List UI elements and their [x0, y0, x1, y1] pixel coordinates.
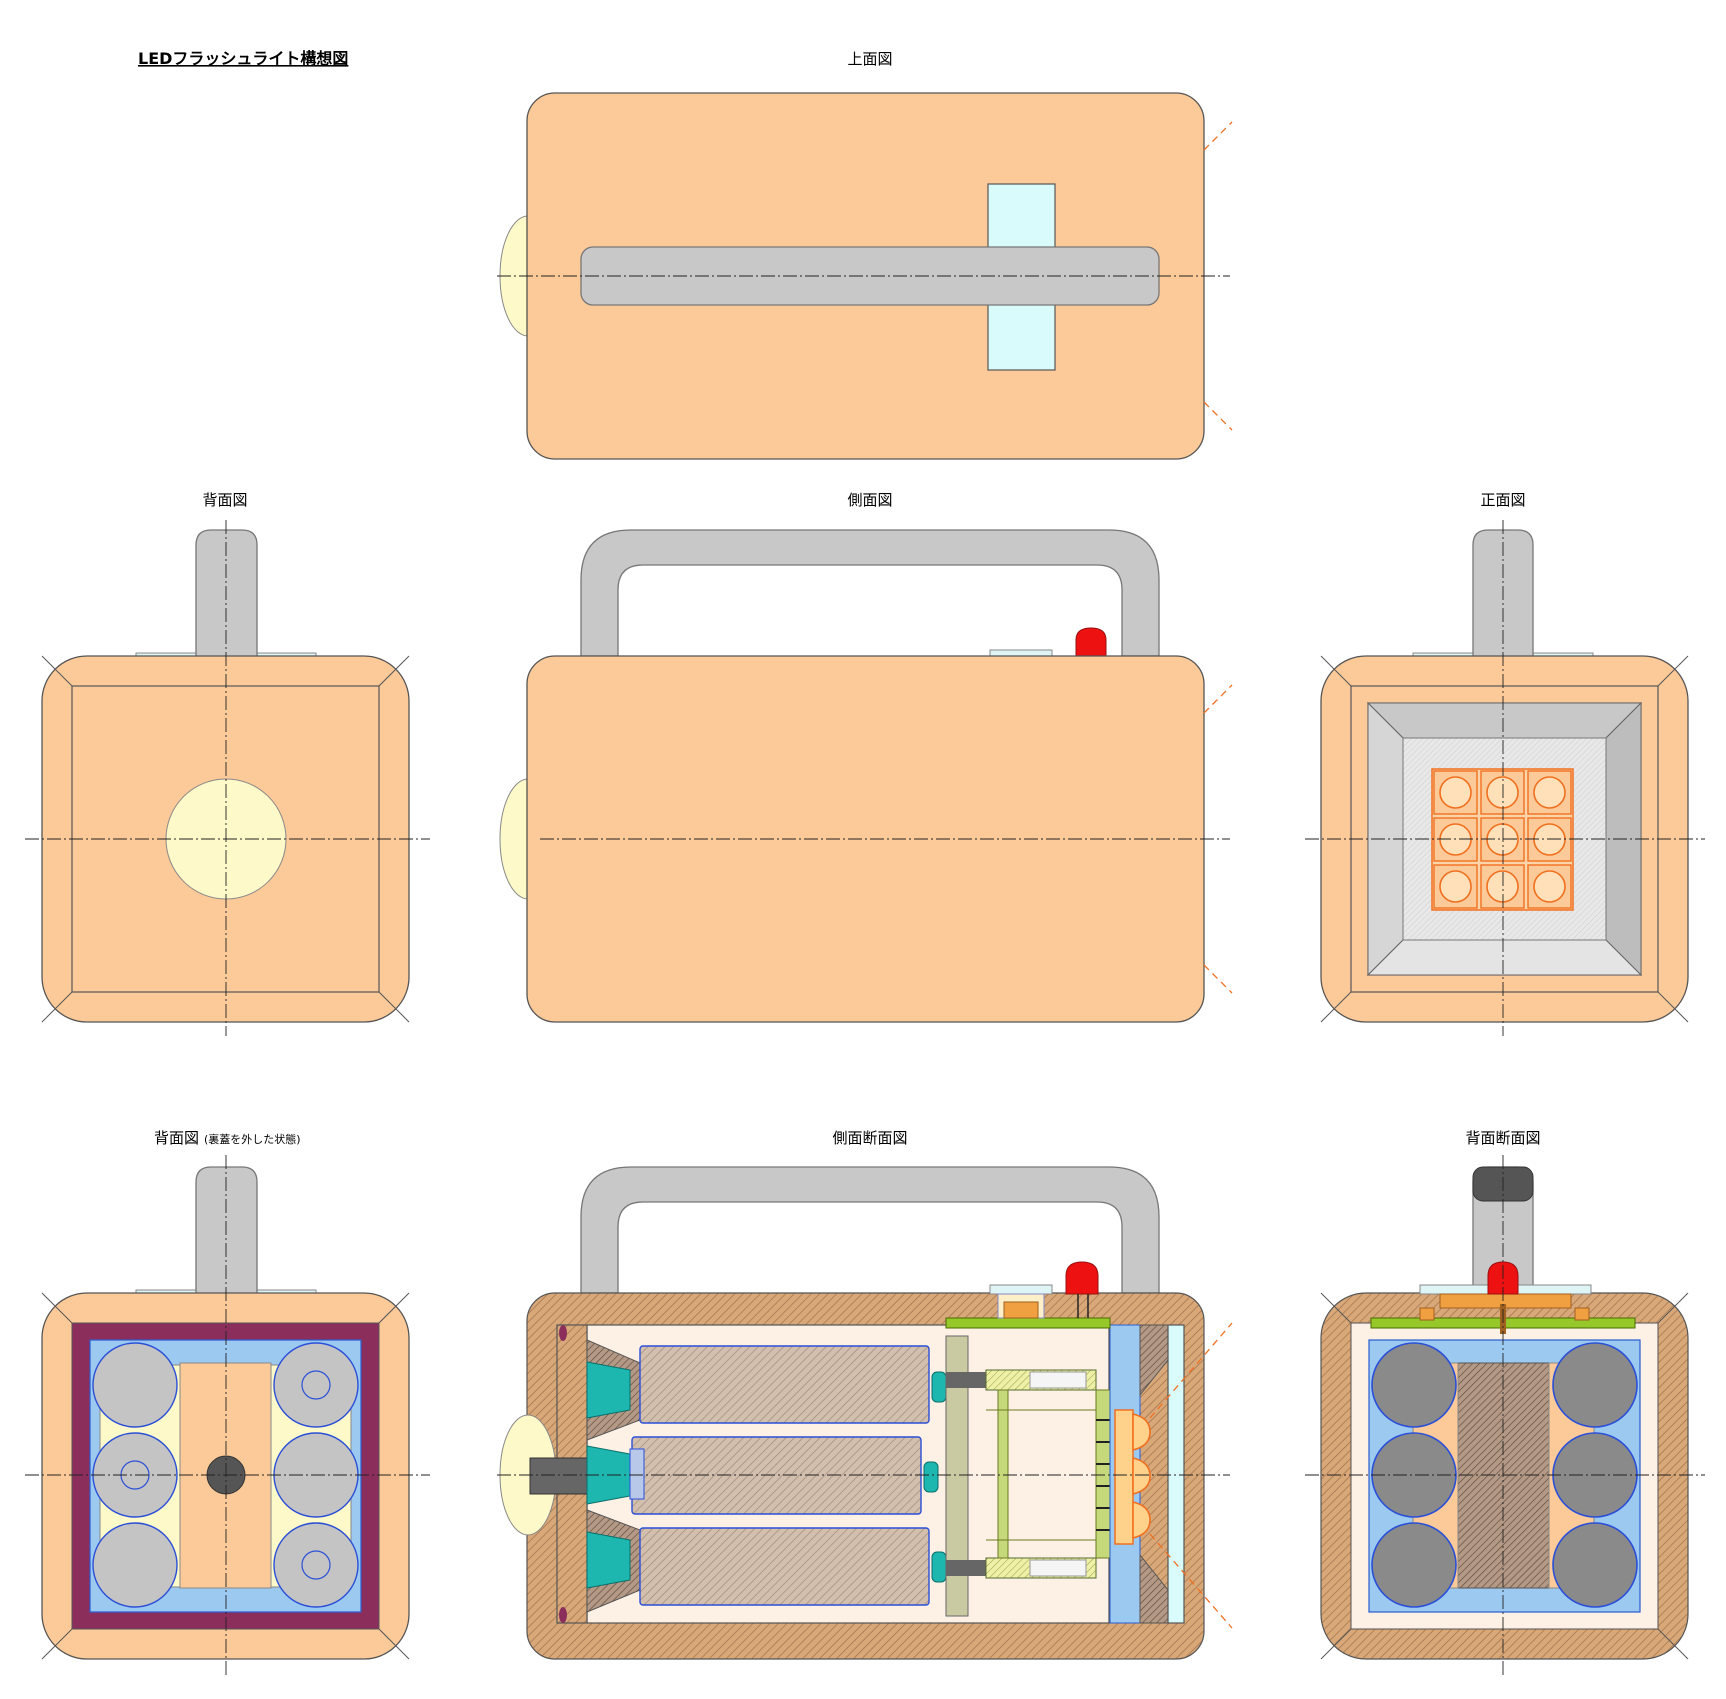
led-lens [1439, 870, 1472, 903]
section-battery-cell [639, 1345, 930, 1424]
battery-cell [92, 1522, 178, 1608]
battery-cell [92, 1342, 178, 1428]
rear-knob [529, 1457, 588, 1495]
beam-line [1203, 964, 1233, 994]
back-handle [195, 529, 258, 663]
back-open-view [25, 1155, 430, 1675]
beam-line [1203, 121, 1233, 151]
beam-line [1203, 684, 1233, 714]
section-led [1132, 1456, 1151, 1496]
center-spacer [1457, 1362, 1550, 1589]
side-section-view [497, 1166, 1233, 1660]
back-section-cell [1371, 1522, 1457, 1608]
led-array [1431, 768, 1574, 911]
back-section-view [1305, 1155, 1705, 1675]
section-handle [580, 1166, 1160, 1294]
led-lens [1486, 776, 1519, 809]
label-back-open-view: 背面図 [154, 1129, 199, 1147]
section-indicator-led-icon [1065, 1261, 1099, 1295]
open-handle [195, 1166, 258, 1301]
section-led [1132, 1500, 1151, 1540]
drawing-title: LEDフラッシュライト構想図 [138, 49, 348, 68]
beam-line [1149, 1322, 1233, 1419]
front-glass [1167, 1324, 1185, 1624]
back-section-cell [1371, 1342, 1457, 1428]
front-view [1305, 520, 1705, 1036]
label-side-view: 側面図 [847, 491, 892, 509]
section-led [1132, 1412, 1151, 1452]
led-lens [1533, 823, 1566, 856]
label-front-view: 正面図 [1480, 491, 1525, 509]
section-battery-cell [631, 1436, 922, 1515]
back-view [25, 520, 430, 1036]
side-view [499, 529, 1233, 1023]
top-view [497, 92, 1233, 460]
led-lens [1439, 776, 1472, 809]
indicator-led-icon [1075, 627, 1107, 658]
side-handle [580, 529, 1160, 657]
section-battery-cell [639, 1527, 930, 1606]
switch-cap [989, 1284, 1053, 1295]
label-side-section-view: 側面断面図 [832, 1129, 907, 1147]
label-back-section-view: 背面断面図 [1465, 1129, 1540, 1147]
beam-line [1203, 401, 1233, 431]
led-lens [1486, 823, 1519, 856]
top-pcb [945, 1317, 1111, 1329]
led-lens [1533, 870, 1566, 903]
label-top-view: 上面図 [847, 50, 892, 68]
led-lens [1439, 823, 1472, 856]
back-section-cell [1552, 1522, 1638, 1608]
label-back-view: 背面図 [202, 491, 247, 509]
led-lens [1486, 870, 1519, 903]
battery-cell [273, 1522, 359, 1608]
battery-cell [273, 1342, 359, 1428]
beam-line [1149, 1533, 1233, 1629]
back-section-cell [1552, 1342, 1638, 1428]
label-back-open-note: (裏蓋を外した状態) [204, 1132, 301, 1146]
led-lens [1533, 776, 1566, 809]
